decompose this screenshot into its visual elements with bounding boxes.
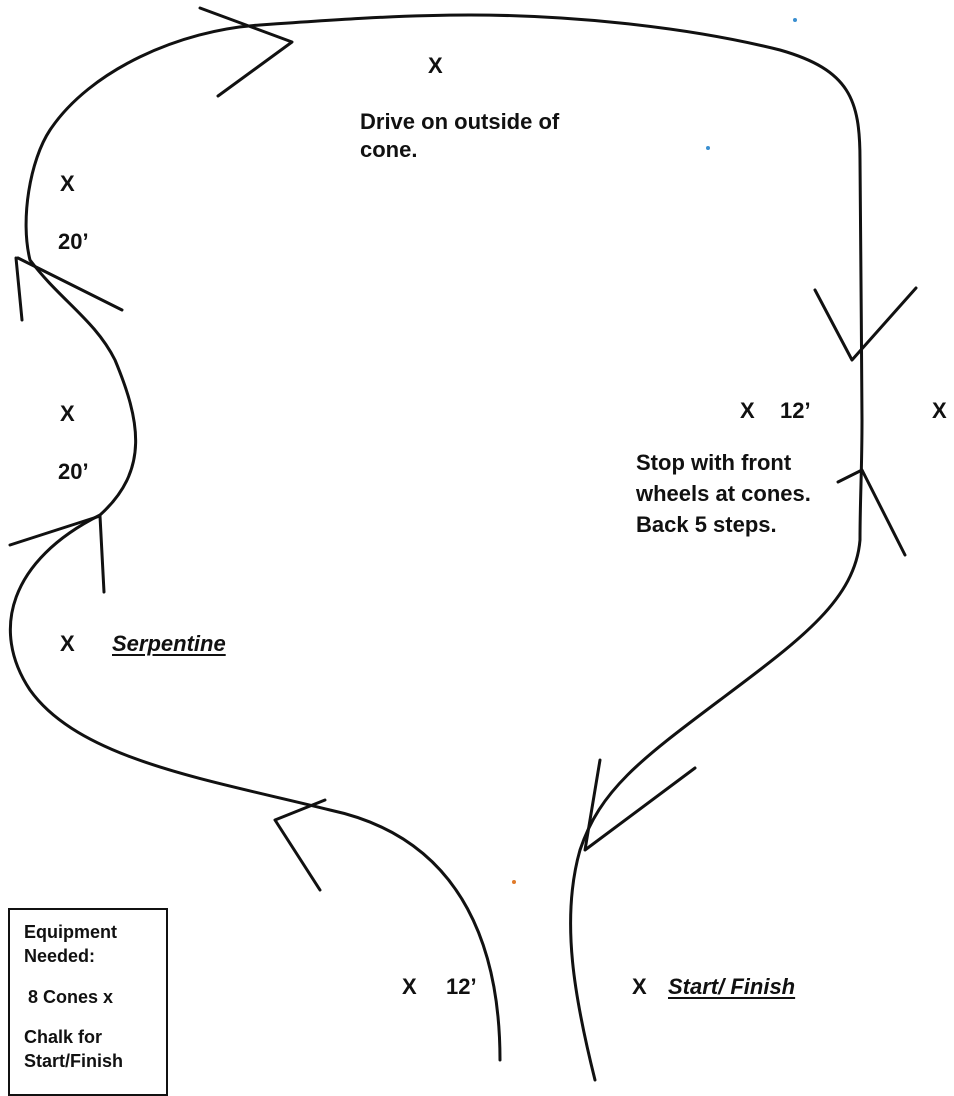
equipment-box: Equipment Needed: 8 Cones x Chalk for St… — [8, 908, 168, 1096]
course-loop-line — [8, 13, 864, 1082]
equipment-heading-line2: Needed: — [24, 946, 96, 967]
cone-marker-left-2: X — [60, 401, 75, 426]
bottom-distance: 12’ — [446, 974, 477, 999]
cone-marker-right-2: X — [932, 398, 947, 423]
serpentine-cross-lower — [8, 514, 106, 594]
arrow-bottom-right-icon — [583, 758, 697, 852]
serpentine-title: Serpentine — [112, 631, 226, 656]
equipment-heading-line1: Equipment — [24, 922, 117, 942]
equipment-chalk-line2: Start/Finish — [24, 1051, 124, 1072]
top-instruction-text: Drive on outside of cone. — [360, 109, 560, 162]
top-instruction: Drive on outside of cone. — [360, 108, 580, 163]
serpentine-cross-upper — [14, 256, 124, 322]
cone-marker-right-1: X — [740, 398, 755, 423]
cone-marker-top: X — [428, 53, 443, 78]
cone-marker-bottom-left: X — [402, 974, 417, 999]
equipment-chalk-line1: Chalk for — [24, 1026, 103, 1047]
cone-marker-left-1: X — [60, 171, 75, 196]
start-finish-label: Start/ Finish — [668, 974, 796, 999]
stray-dot — [793, 18, 797, 22]
equipment-cones: 8 Cones x — [28, 986, 114, 1007]
cone-marker-bottom-right: X — [632, 974, 647, 999]
arrow-right-up-icon — [836, 468, 907, 557]
stray-dot — [706, 146, 710, 150]
stop-instruction-text: Stop with front wheels at cones. Back 5 … — [636, 450, 811, 537]
stop-instruction: Stop with front wheels at cones. Back 5 … — [636, 448, 836, 540]
arrow-top-icon — [198, 6, 294, 98]
stray-dot — [512, 880, 516, 884]
serpentine-distance-2: 20’ — [58, 459, 89, 484]
right-distance: 12’ — [780, 398, 811, 423]
cone-marker-left-3: X — [60, 631, 75, 656]
arrow-bottom-left-icon — [273, 798, 327, 892]
serpentine-distance-1: 20’ — [58, 229, 89, 254]
arrow-right-down-icon — [813, 286, 918, 362]
